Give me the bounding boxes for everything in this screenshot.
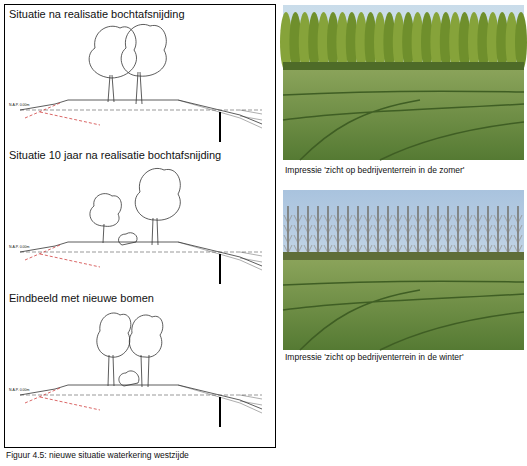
photo-caption: Impressie 'zicht op bedrijventerrein in …	[285, 353, 464, 363]
level-label: N.A.P. 0.00m	[9, 103, 29, 107]
cross-section	[20, 313, 262, 427]
section-heading: Eindbeeld met nieuwe bomen	[9, 292, 154, 305]
cross-section	[20, 24, 262, 142]
photo-summer	[280, 5, 527, 160]
level-label: N.A.P. 0.00m	[9, 388, 29, 392]
panel-frame	[5, 5, 276, 448]
figure-caption: Figuur 4.5: nieuwe situatie waterkering …	[6, 451, 189, 461]
section-heading: Situatie na realisatie bochtafsnijding	[9, 8, 185, 21]
level-label: N.A.P. 0.00m	[9, 245, 29, 249]
photo-caption: Impressie 'zicht op bedrijventerrein in …	[285, 166, 464, 176]
section-heading: Situatie 10 jaar na realisatie bochtafsn…	[9, 149, 221, 162]
cross-section	[20, 168, 262, 284]
photo-winter	[283, 190, 524, 350]
